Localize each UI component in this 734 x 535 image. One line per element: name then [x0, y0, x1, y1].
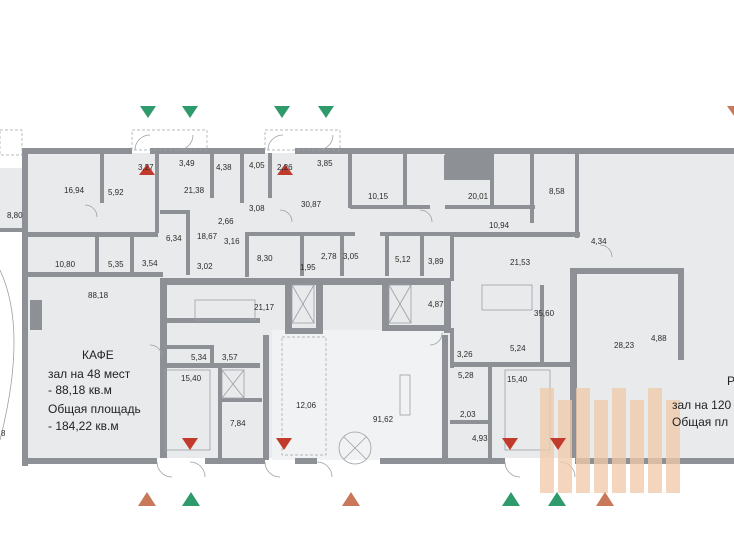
room-area: 16,94	[64, 186, 85, 195]
room-area: 5,28	[458, 371, 474, 380]
right-hall-total: Общая пл	[672, 415, 728, 429]
cafe-total-label: Общая площадь	[48, 402, 141, 416]
room-area: 21,38	[184, 186, 205, 195]
room-area: 3,26	[457, 350, 473, 359]
floor-fill	[0, 153, 734, 460]
evac-arrow-icon	[596, 492, 614, 506]
right-hall-capacity: зал на 120	[672, 398, 731, 412]
room-area: 3,27	[138, 163, 154, 172]
left-edge-label: 8	[1, 429, 6, 438]
room-area: 7,84	[230, 419, 246, 428]
evac-arrow-icon	[138, 492, 156, 506]
exit-arrow-icon	[182, 438, 198, 450]
room-area: 4,05	[249, 161, 265, 170]
room-area: 8,80	[7, 211, 23, 220]
entry-arrow-icon	[548, 492, 566, 506]
room-area: 8,58	[549, 187, 565, 196]
room-area: 3,54	[142, 259, 158, 268]
room-area: 21,53	[510, 258, 531, 267]
room-area: 2,78	[321, 252, 337, 261]
room-labels: 16,94 5,92 21,38 3,49 4,38 4,05 3,85 30,…	[7, 159, 667, 443]
entry-arrow-icon	[182, 106, 198, 118]
room-area: 3,89	[428, 257, 444, 266]
entry-arrow-icon	[140, 106, 156, 118]
room-area: 91,62	[373, 415, 394, 424]
room-area: 28,23	[614, 341, 635, 350]
room-area: 2,26	[277, 163, 293, 172]
room-area: 10,15	[368, 192, 389, 201]
exit-arrow-icon	[139, 164, 155, 175]
room-area: 2,66	[218, 217, 234, 226]
room-area: 3,02	[197, 262, 213, 271]
room-area: 4,88	[651, 334, 667, 343]
room-area: 18,67	[197, 232, 218, 241]
room-area: 6,34	[166, 234, 182, 243]
room-area: 5,35	[108, 260, 124, 269]
exit-arrow-icon	[502, 438, 518, 450]
evac-arrow-icon	[342, 492, 360, 506]
evac-arrow-icon	[727, 106, 734, 116]
entry-arrow-icon	[318, 106, 334, 118]
cafe-title: КАФЕ	[82, 348, 114, 362]
room-area: 5,12	[395, 255, 411, 264]
room-area: 4,93	[472, 434, 488, 443]
room-area: 20,01	[468, 192, 489, 201]
exit-arrow-icon	[276, 438, 292, 450]
cafe-hall-area: - 88,18 кв.м	[48, 383, 112, 397]
room-area: 4,38	[216, 163, 232, 172]
room-area: 3,49	[179, 159, 195, 168]
room-area: 15,40	[181, 374, 202, 383]
entry-arrow-icon	[274, 106, 290, 118]
cafe-total-area: - 184,22 кв.м	[48, 419, 119, 433]
exit-arrow-icon	[277, 164, 293, 175]
watermark-logo	[540, 388, 680, 493]
room-area: 88,18	[88, 291, 109, 300]
room-area: 5,24	[510, 344, 526, 353]
cafe-capacity: зал на 48 мест	[48, 367, 131, 381]
room-area: 3,85	[317, 159, 333, 168]
entrance-markers	[138, 106, 734, 506]
right-hall-description: Р зал на 120 Общая пл 8	[1, 374, 734, 438]
room-area: 5,92	[108, 188, 124, 197]
entry-arrow-icon	[502, 492, 520, 506]
room-area: 10,94	[489, 221, 510, 230]
room-area: 3,05	[343, 252, 359, 261]
room-area: 10,80	[55, 260, 76, 269]
right-hall-title: Р	[727, 374, 734, 388]
room-area: 4,34	[591, 237, 607, 246]
room-area: 1,95	[300, 263, 316, 272]
entry-arrow-icon	[182, 492, 200, 506]
room-area: 30,87	[301, 200, 322, 209]
room-area: 3,08	[249, 204, 265, 213]
room-area: 8,30	[257, 254, 273, 263]
room-area: 35,60	[534, 309, 555, 318]
room-area: 15,40	[507, 375, 528, 384]
room-area: 3,57	[222, 353, 238, 362]
room-area: 12,06	[296, 401, 317, 410]
stairs-and-lifts	[0, 129, 551, 465]
room-area: 2,03	[460, 410, 476, 419]
room-area: 5,34	[191, 353, 207, 362]
cafe-description: КАФЕ зал на 48 мест - 88,18 кв.м Общая п…	[48, 348, 141, 433]
room-area: 21,17	[254, 303, 275, 312]
exit-arrow-icon	[550, 438, 566, 450]
room-area: 3,16	[224, 237, 240, 246]
room-area: 4,87	[428, 300, 444, 309]
